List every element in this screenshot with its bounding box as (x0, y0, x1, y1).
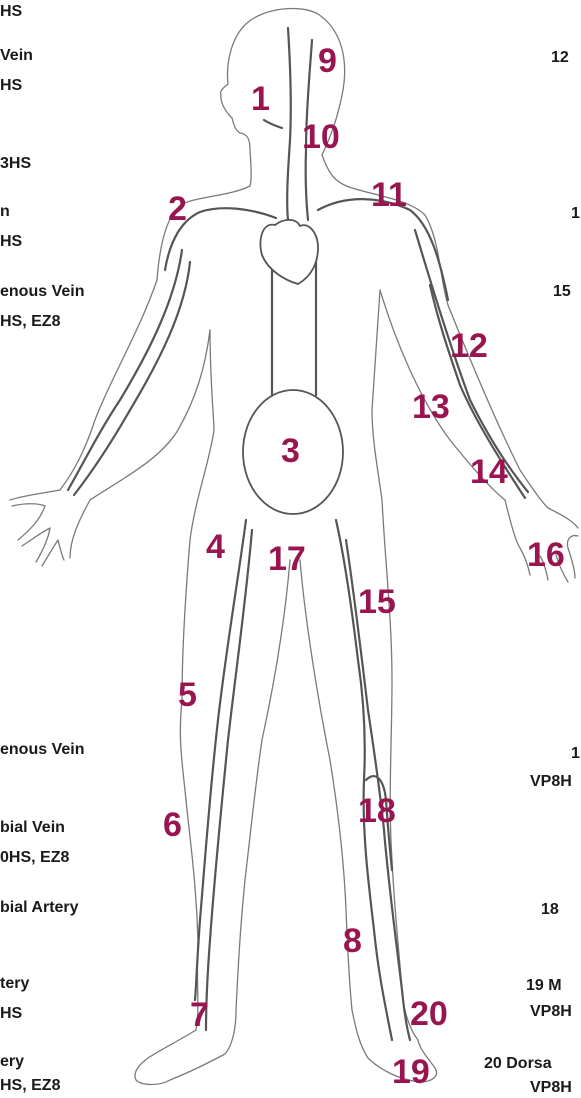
left-label-9: enous Vein (0, 740, 84, 760)
left-label-14: HS (0, 1004, 22, 1024)
left-label-11: 0HS, EZ8 (0, 848, 69, 868)
number-4: 4 (206, 528, 225, 566)
right-label-5: VP8H (530, 772, 572, 792)
number-19: 19 (392, 1053, 430, 1086)
right-label-6: 18 (541, 900, 559, 920)
number-1: 1 (251, 80, 270, 118)
right-label-9: 20 Dorsa (484, 1054, 552, 1074)
left-label-3: HS (0, 76, 22, 96)
number-14: 14 (470, 453, 508, 491)
number-2: 2 (168, 190, 187, 228)
left-arm-inner (90, 330, 210, 500)
right-label-1: 12 (551, 48, 569, 68)
ear-outline (232, 118, 251, 186)
vessels (68, 28, 528, 1040)
left-label-8: HS, EZ8 (0, 312, 60, 332)
heart (261, 220, 318, 284)
number-8: 8 (343, 922, 362, 960)
number-13: 13 (412, 388, 450, 426)
number-12: 12 (450, 327, 488, 365)
left-label-12: bial Artery (0, 898, 79, 918)
number-16: 16 (527, 536, 565, 574)
face-vessel (264, 120, 282, 128)
left-label-1: HS (0, 2, 22, 22)
number-20: 20 (410, 995, 448, 1033)
right-label-4: 1 (571, 744, 580, 764)
left-arm-vessel-1 (68, 250, 182, 490)
left-hand (10, 490, 90, 566)
right-label-10: VP8H (530, 1078, 572, 1098)
number-3: 3 (281, 432, 300, 470)
left-label-13: tery (0, 974, 29, 994)
number-15: 15 (358, 583, 396, 621)
number-18: 18 (358, 792, 396, 830)
jugular-vessel (287, 28, 291, 220)
number-6: 6 (163, 806, 182, 844)
left-label-6: HS (0, 232, 22, 252)
number-17: 17 (268, 540, 306, 578)
left-label-10: bial Vein (0, 818, 65, 838)
left-label-2: Vein (0, 46, 33, 66)
right-label-2: 1 (571, 204, 580, 224)
left-label-5: n (0, 202, 10, 222)
number-9: 9 (318, 42, 337, 80)
left-label-16: HS, EZ8 (0, 1076, 60, 1096)
number-10: 10 (302, 118, 340, 156)
left-foot (135, 1010, 236, 1085)
left-label-15: ery (0, 1052, 24, 1072)
number-5: 5 (178, 676, 197, 714)
number-11: 11 (371, 176, 407, 214)
left-leg-vessel-1 (195, 520, 246, 1000)
left-label-7: enous Vein (0, 282, 84, 302)
right-subclavian (318, 199, 448, 300)
inner-left-leg (236, 560, 290, 1010)
right-label-7: 19 M (526, 976, 562, 996)
left-arm-outer (60, 280, 157, 490)
left-label-4: 3HS (0, 154, 31, 174)
right-label-8: VP8H (530, 1002, 572, 1022)
number-7: 7 (190, 996, 209, 1034)
right-label-3: 15 (553, 282, 571, 302)
